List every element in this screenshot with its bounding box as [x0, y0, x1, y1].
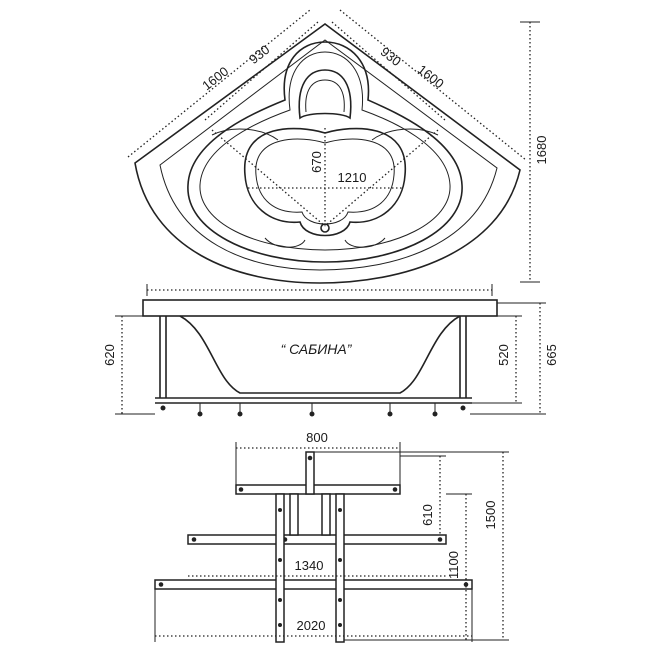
side-view: “ САБИНА” 620 520 665 [102, 284, 559, 417]
tub-rim-line [159, 39, 498, 271]
top-view-dimensions [127, 9, 540, 283]
frame-leg-right-2 [321, 493, 331, 536]
dim-height-inner: 520 [496, 344, 511, 366]
dim-side-left: 1600 [199, 64, 231, 94]
dim-inner-right: 930 [378, 44, 404, 69]
dim-side-right: 1600 [415, 62, 447, 92]
frame-post-center [305, 451, 315, 495]
tub-rim-side [142, 299, 498, 317]
dim-height-a: 610 [420, 504, 435, 526]
tub-inner-bowl-2 [199, 51, 451, 251]
tub-bowl-side [179, 315, 461, 394]
dim-inner-left: 930 [246, 42, 272, 67]
footrest-right [344, 237, 386, 248]
dim-height-total: 1680 [534, 136, 549, 165]
dim-height-b: 1100 [446, 551, 461, 579]
model-name: “ САБИНА” [281, 341, 353, 357]
dim-width-inner: 1210 [338, 170, 367, 185]
dim-depth-inner: 670 [309, 151, 324, 173]
tub-inner-bowl [187, 41, 463, 263]
dim-height-total-side: 665 [544, 344, 559, 366]
frame-bar-top [235, 484, 401, 495]
dim-width-middle: 1340 [295, 558, 324, 573]
frame-leg-left [275, 493, 285, 643]
basin-clover [244, 127, 406, 237]
top-view: 1600 1600 930 930 670 1210 1680 [127, 9, 549, 284]
dim-width-bottom: 2020 [297, 618, 326, 633]
armrest-right [371, 128, 439, 141]
armrest-left [211, 128, 279, 141]
headrest-inner [305, 79, 345, 113]
dim-height-left: 620 [102, 344, 117, 366]
frame-leg-right [335, 493, 345, 643]
dim-width-top: 800 [306, 430, 328, 445]
support-frame-side [155, 316, 472, 417]
headrest [298, 69, 352, 120]
frame-bar-bottom [154, 579, 473, 590]
tub-outer-outline [134, 23, 521, 284]
frame-view: 800 1340 2020 610 1100 1500 [154, 430, 509, 643]
dim-height-c: 1500 [483, 501, 498, 530]
frame-leg-left-2 [289, 493, 299, 536]
basin-clover-inner [255, 138, 395, 225]
footrest-left [264, 237, 306, 248]
frame-bar-middle [187, 534, 447, 545]
